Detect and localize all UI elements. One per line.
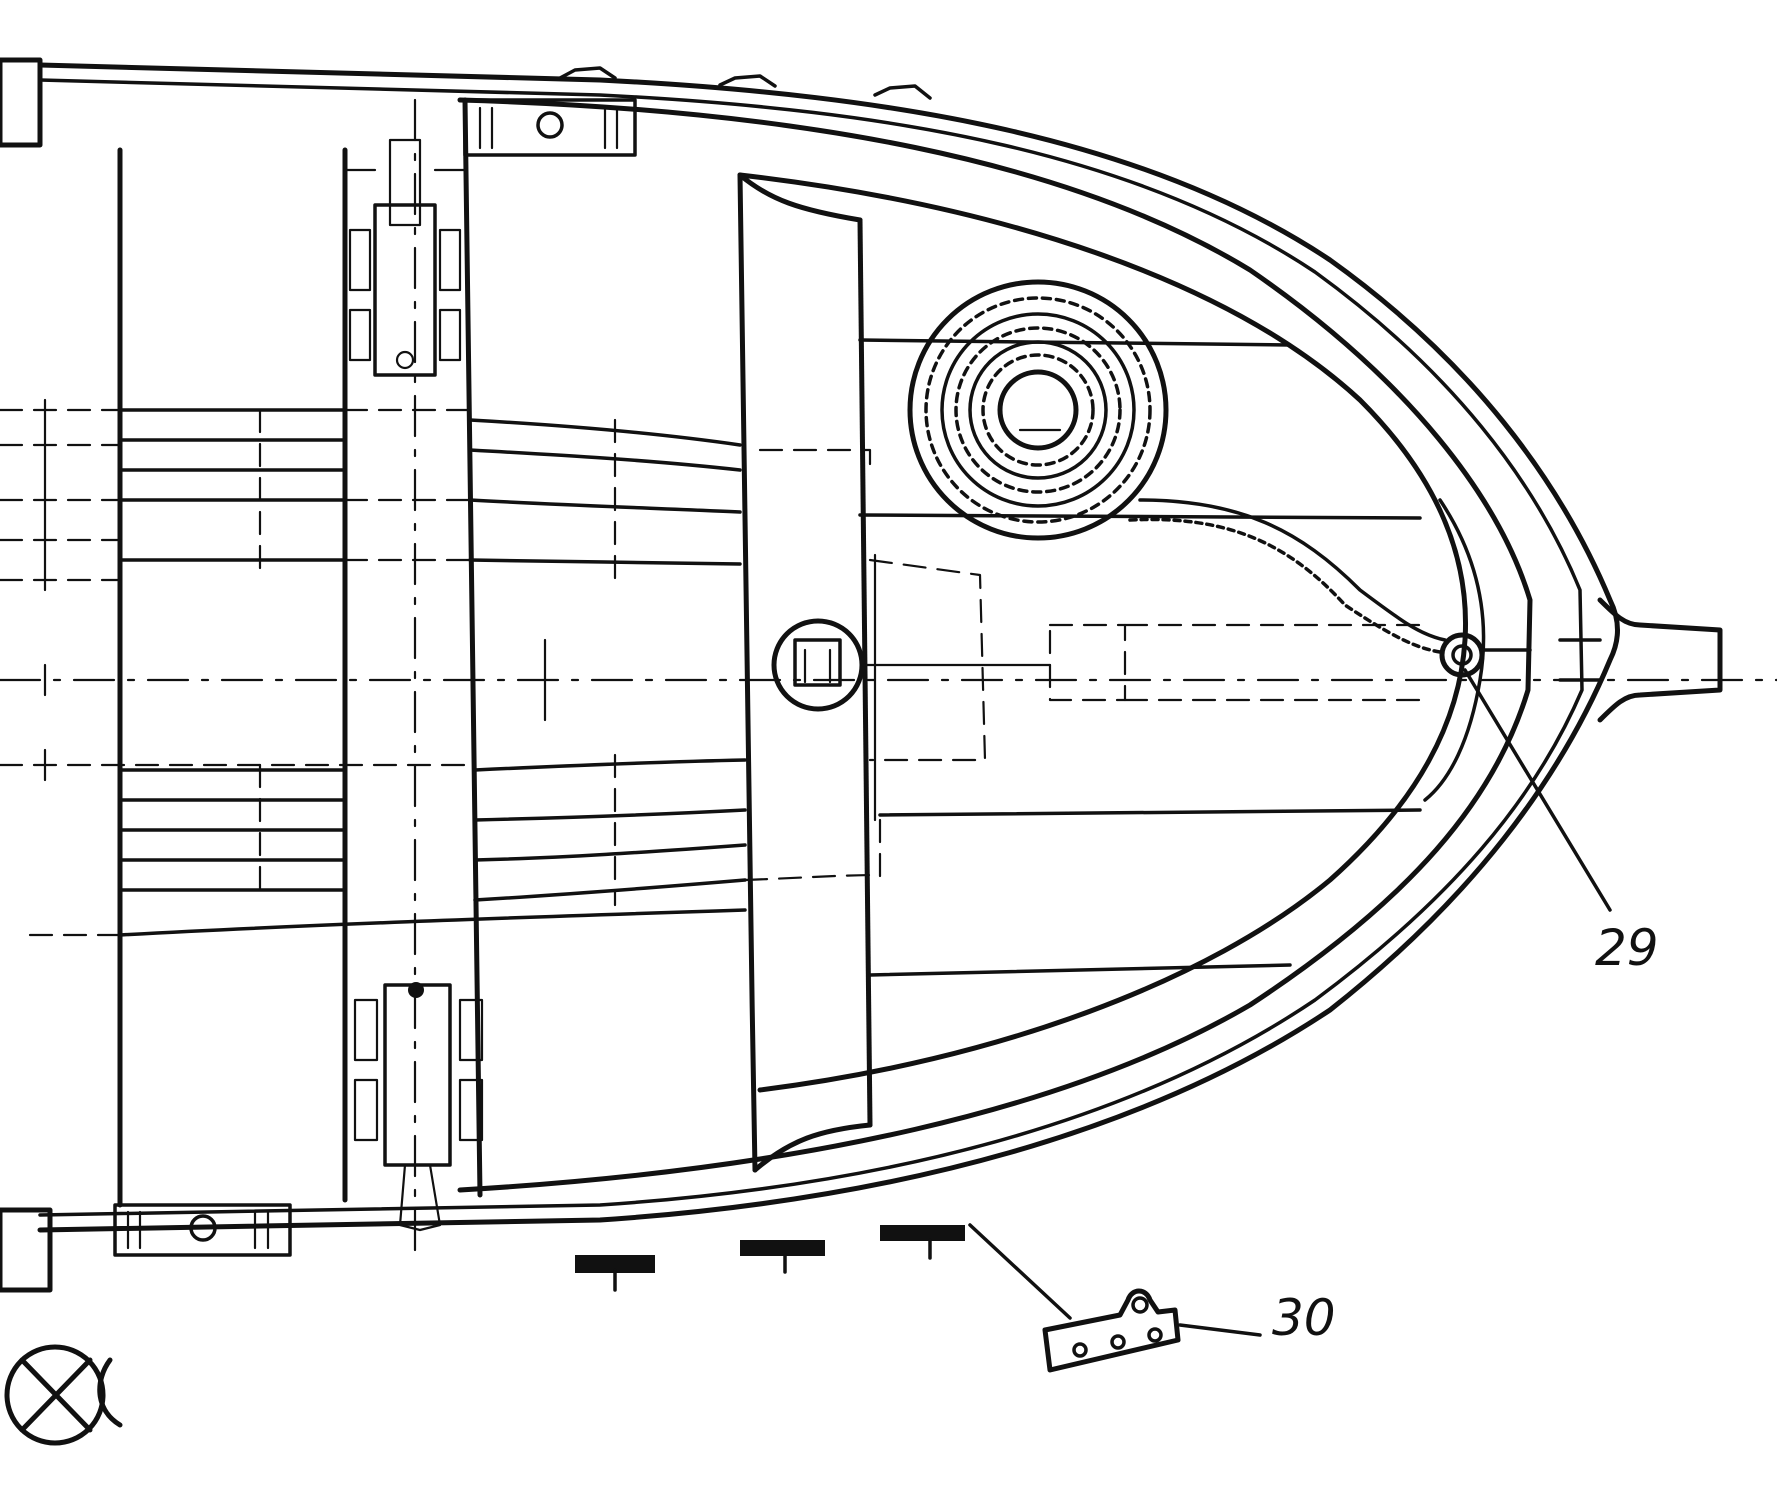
hidden-lines bbox=[0, 98, 1777, 1262]
leader-lines bbox=[968, 668, 1612, 1337]
centerline-symbol-icon bbox=[4, 1344, 123, 1446]
chainplate-detail bbox=[1042, 1288, 1181, 1373]
thwarts bbox=[0, 57, 1422, 1293]
mast-step-fitting bbox=[771, 618, 1052, 712]
coiled-rope bbox=[907, 279, 1447, 654]
hull-outline bbox=[37, 62, 1620, 1233]
callout-30-label: 30 bbox=[1272, 1289, 1336, 1347]
rowlock-bottom bbox=[353, 982, 484, 1232]
chainplates-bottom bbox=[575, 1225, 965, 1292]
chainplates-top bbox=[558, 66, 932, 100]
callout-29-label: 29 bbox=[1595, 919, 1659, 977]
stem-post bbox=[1558, 597, 1723, 723]
rowlock-top bbox=[343, 138, 467, 377]
bow-ring-fitting bbox=[1439, 632, 1532, 678]
floorboards bbox=[118, 408, 747, 937]
